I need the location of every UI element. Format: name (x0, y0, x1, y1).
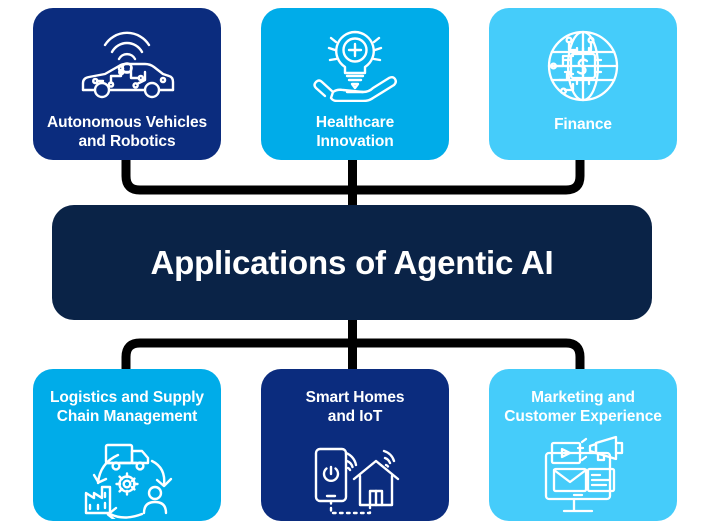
hand-lightbulb-medical-cross-icon (307, 28, 403, 102)
card-finance[interactable]: Finance (489, 8, 677, 160)
smartphone-house-wifi-icon (306, 435, 404, 519)
card-label: Healthcare Innovation (315, 114, 395, 150)
monitor-megaphone-email-icon (538, 435, 628, 517)
card-autonomous-vehicles-and-robotics[interactable]: Autonomous Vehicles and Robotics (33, 8, 221, 160)
card-label: Finance (554, 116, 612, 133)
card-label: Logistics and Supply Chain Management (50, 389, 204, 425)
autonomous-car-wifi-icon (75, 28, 179, 102)
page-title: Applications of Agentic AI (150, 243, 554, 281)
supply-chain-cycle-icon (76, 435, 178, 519)
card-label: Marketing and Customer Experience (504, 389, 662, 425)
card-label: Autonomous Vehicles and Robotics (46, 114, 208, 150)
card-smart-homes-and-iot[interactable]: Smart Homes and IoT (261, 369, 449, 521)
center-banner: Applications of Agentic AI (52, 205, 652, 320)
card-logistics-and-supply-chain-management[interactable]: Logistics and Supply Chain Management (33, 369, 221, 521)
globe-chip-dollar-icon (543, 28, 623, 104)
card-marketing-and-customer-experience[interactable]: Marketing and Customer Experience (489, 369, 677, 521)
card-label: Smart Homes and IoT (305, 389, 405, 425)
card-healthcare-innovation[interactable]: Healthcare Innovation (261, 8, 449, 160)
connector-top-bus (121, 156, 585, 195)
